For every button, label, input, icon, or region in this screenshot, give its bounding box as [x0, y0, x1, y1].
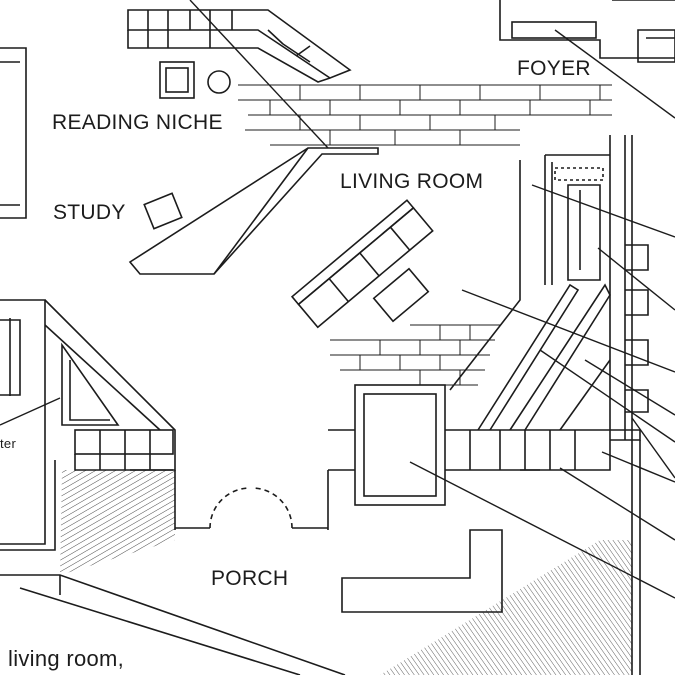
study-label: STUDY — [53, 201, 126, 224]
brick-floor-lower — [330, 324, 500, 386]
fireplace — [328, 384, 611, 506]
coffee-table — [372, 267, 430, 323]
brick-floor-band — [238, 84, 612, 146]
foyer-label: FOYER — [517, 57, 591, 80]
caption-text-fragment: living room, — [8, 646, 125, 671]
reading-niche-label: READING NICHE — [52, 111, 223, 134]
heater-label-fragment: ter — [0, 436, 17, 451]
porch-doors — [174, 470, 329, 530]
reading-chair — [159, 61, 195, 99]
study-chair — [143, 192, 183, 230]
sofa — [290, 199, 434, 329]
side-table — [207, 70, 231, 94]
left-shadow-hatch — [60, 470, 175, 575]
living-room-label: LIVING ROOM — [340, 170, 484, 193]
study-desk — [128, 147, 379, 275]
foyer-wall — [499, 0, 675, 63]
porch-bench — [341, 529, 503, 613]
porch-label: PORCH — [211, 567, 289, 590]
reading-niche-shelf — [127, 9, 352, 83]
porch-shadow-hatch — [380, 540, 632, 675]
leader-lines — [0, 0, 675, 599]
glazing-strips — [477, 283, 641, 471]
